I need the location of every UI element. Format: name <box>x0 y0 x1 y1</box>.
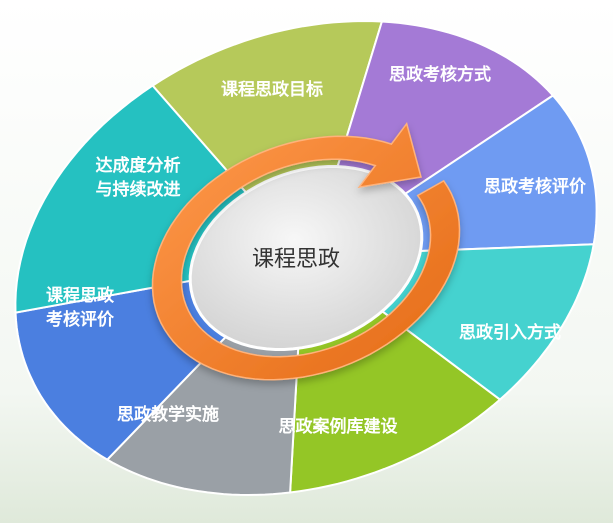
segment-2-label: 思政考核方式 <box>389 64 491 85</box>
segment-7-label-line-1: 课程思政 <box>46 285 115 306</box>
segment-1-label: 课程思政目标 <box>221 79 323 100</box>
segment-8-label: 达成度分析与持续改进 <box>96 155 181 200</box>
segment-7-label: 课程思政考核评价 <box>45 285 115 330</box>
segment-5-label: 思政案例库建设 <box>279 416 398 437</box>
cycle-arrow-icon <box>151 122 461 381</box>
segment-6-label: 思政教学实施 <box>117 404 219 425</box>
segment-8-label-line-2: 与持续改进 <box>96 179 181 200</box>
segment-4-label-line-1: 思政引入方式 <box>459 322 561 343</box>
segment-1-label-line-1: 课程思政目标 <box>221 79 323 100</box>
segment-2-label-line-1: 思政考核方式 <box>389 64 491 85</box>
segment-3-label: 思政考核评价 <box>484 176 587 197</box>
center-label: 课程思政 <box>252 247 340 272</box>
segment-6-label-line-1: 思政教学实施 <box>117 404 219 425</box>
segment-4-label: 思政引入方式 <box>459 322 561 343</box>
segment-8-label-line-1: 达成度分析 <box>96 155 181 176</box>
segment-7-label-line-2: 考核评价 <box>45 309 115 330</box>
segment-3-label-line-1: 思政考核评价 <box>484 176 587 197</box>
center-disc <box>188 165 424 351</box>
segment-5-label-line-1: 思政案例库建设 <box>279 416 398 437</box>
